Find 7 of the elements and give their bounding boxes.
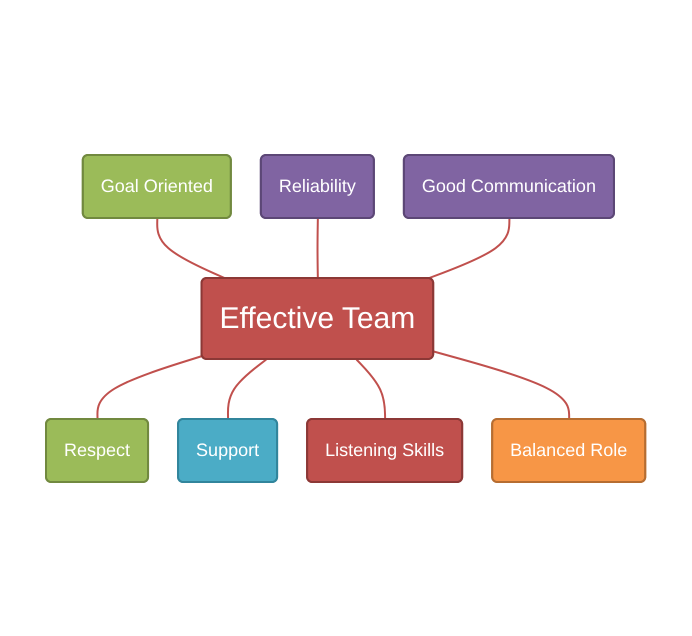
connector xyxy=(356,358,386,420)
connector xyxy=(434,350,571,420)
connector xyxy=(227,358,268,420)
connector xyxy=(316,218,320,278)
connector xyxy=(428,218,511,279)
connector xyxy=(156,218,226,279)
connector xyxy=(96,354,203,420)
